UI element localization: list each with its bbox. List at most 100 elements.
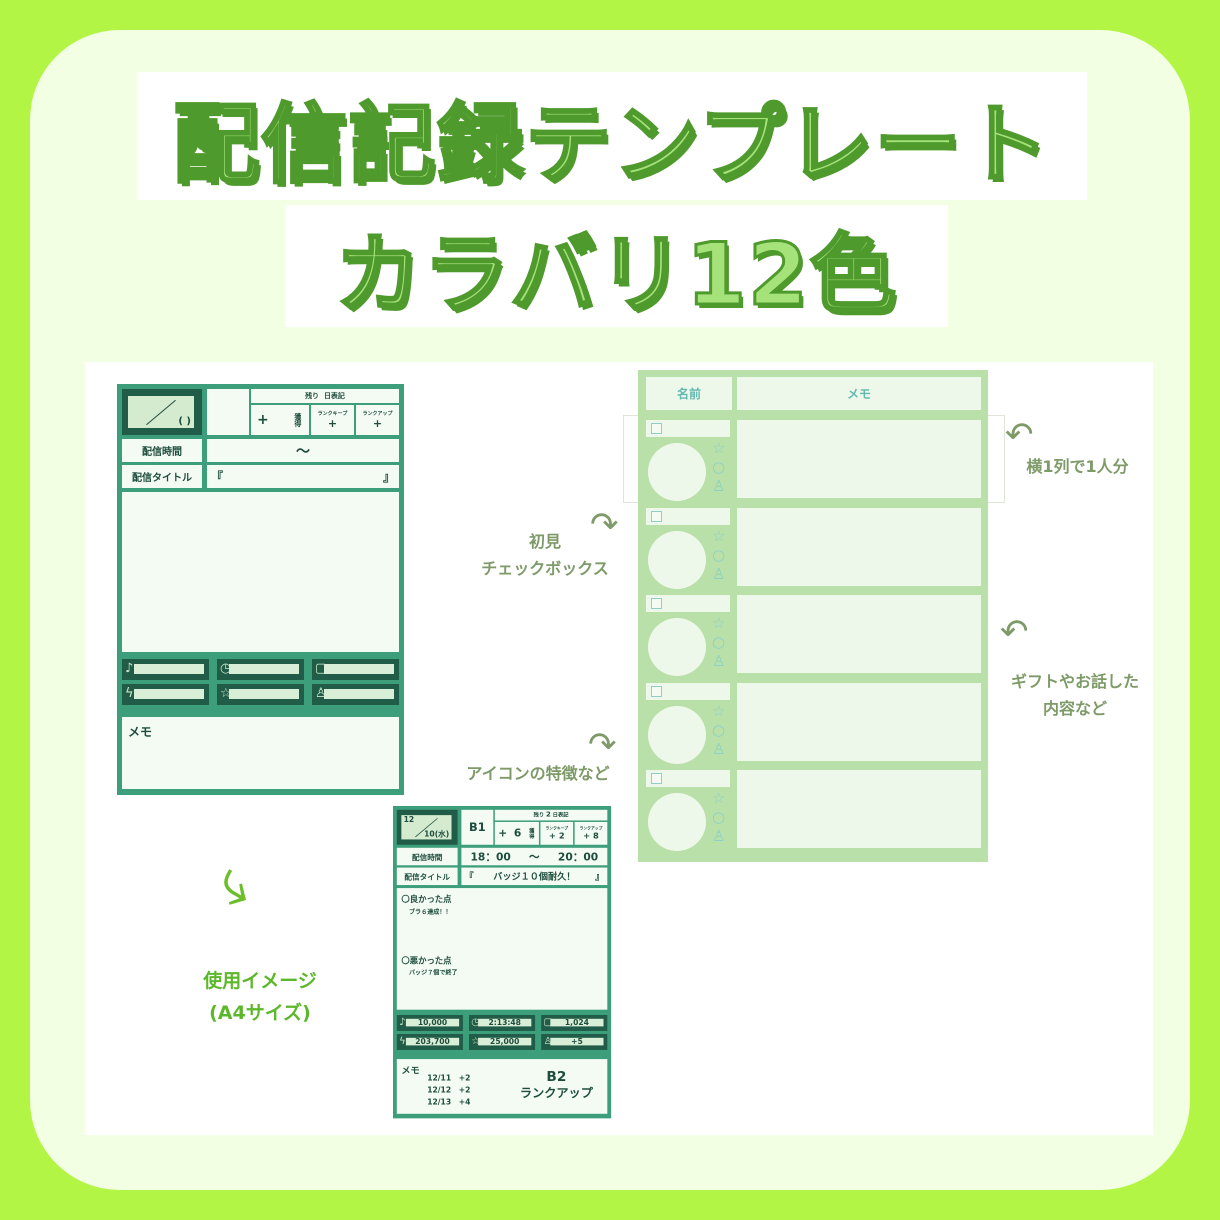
- star-icon: ☆: [712, 701, 726, 720]
- stat-cell: ▢ 1,024: [541, 1015, 608, 1031]
- rank-keep-label: ランクキープ: [317, 411, 348, 417]
- comment-icon: ○: [712, 633, 726, 651]
- stream-title-field[interactable]: 『』: [207, 465, 399, 488]
- good-text: [128, 498, 138, 560]
- avatar-circle: [648, 443, 706, 501]
- notes-area[interactable]: 〇良かった点 ブラ６達成！！ 〇悪かった点 バッジ７個で終了: [396, 888, 608, 1010]
- clock-icon: ◷: [220, 661, 232, 676]
- memo-field[interactable]: [737, 420, 981, 498]
- day-notation-label: 日表記: [323, 392, 345, 400]
- annotation-gifts: ギフトやお話した 内容など: [990, 668, 1160, 722]
- memo-box[interactable]: メモ 12/11 +2 12/12 +2 12/13 +4 B2 ランクアップ: [396, 1059, 608, 1114]
- comment-icon: ○: [712, 458, 726, 476]
- stream-title-field[interactable]: 『バッジ１０個耐久！』: [461, 867, 608, 886]
- rank-up-label: ランクアップ: [579, 826, 603, 832]
- stat-cell: ♙ +5: [541, 1034, 608, 1050]
- person-icon: ♙: [712, 564, 726, 583]
- avatar-circle: [648, 793, 706, 851]
- plus-sign: +: [372, 417, 383, 430]
- stat-cell: ☆ 25,000: [469, 1034, 536, 1050]
- memo-label: メモ: [401, 1065, 420, 1076]
- stream-time-field[interactable]: ～: [207, 439, 399, 462]
- stat-cell: ♪ 10,000: [396, 1015, 463, 1031]
- person-icon: ♙: [712, 477, 726, 495]
- stat-value[interactable]: [134, 689, 204, 699]
- rank-up-value: 8: [593, 831, 599, 841]
- stat-value[interactable]: [324, 664, 394, 674]
- plus-sign: +: [498, 827, 508, 840]
- usage-line-2: (A4サイズ): [209, 1002, 311, 1025]
- star-icon: ☆: [712, 526, 726, 545]
- arrow-icon: ↶: [1005, 415, 1034, 455]
- first-visit-checkbox[interactable]: [651, 598, 662, 609]
- first-visit-checkbox[interactable]: [651, 423, 662, 434]
- stat-value[interactable]: 2:13:48: [478, 1018, 532, 1027]
- quote-open: 『: [211, 470, 224, 484]
- remaining-value: 2: [546, 811, 551, 819]
- rank-up-label: ランクアップ: [362, 411, 393, 417]
- memo-field[interactable]: [737, 507, 981, 586]
- stat-value[interactable]: 25,000: [478, 1037, 532, 1046]
- memo-field[interactable]: [737, 770, 981, 848]
- stat-value[interactable]: 1,024: [550, 1018, 604, 1027]
- rank-keep-label: ランクキープ: [545, 826, 569, 832]
- name-field[interactable]: [646, 770, 730, 787]
- comment-icon: ○: [712, 808, 726, 826]
- memo-line: 12/13 +4: [427, 1098, 471, 1107]
- remaining-label: 残り: [533, 812, 545, 819]
- first-visit-checkbox[interactable]: [651, 510, 662, 522]
- rank-keep-cell: ランクキープ+: [311, 405, 354, 435]
- plus-sign: +: [257, 412, 269, 428]
- coin-icon: ♪: [125, 661, 134, 676]
- date-month: 12: [403, 815, 415, 825]
- comment-icon: ▢: [543, 1016, 553, 1028]
- stat-value[interactable]: 203,700: [405, 1037, 460, 1046]
- star-icon: ☆: [220, 686, 232, 701]
- person-icon: ♙: [543, 1035, 553, 1047]
- acquired-cell: +獲得: [251, 405, 309, 435]
- first-visit-checkbox[interactable]: [651, 773, 662, 784]
- avatar-circle: [648, 705, 706, 764]
- name-field[interactable]: [646, 595, 730, 612]
- stat-value[interactable]: +5: [550, 1037, 604, 1046]
- memo-field[interactable]: [737, 595, 981, 673]
- memo-field[interactable]: [737, 682, 981, 761]
- plus-sign: +: [583, 831, 591, 841]
- stream-time-field[interactable]: 18：00～20：00: [461, 847, 608, 866]
- plus-sign: +: [548, 831, 556, 841]
- memo-box[interactable]: メモ: [122, 717, 399, 789]
- stat-value[interactable]: [134, 664, 204, 674]
- end-time: 20：00: [557, 851, 599, 864]
- star-icon: ☆: [712, 439, 726, 457]
- rank-keep-value: 2: [558, 831, 565, 841]
- rank-box: [207, 389, 249, 435]
- stat-value[interactable]: [324, 689, 394, 699]
- arrow-icon: ↷: [590, 505, 619, 545]
- stat-cell: ◷ 2:13:48: [469, 1015, 536, 1031]
- arrow-icon: ↷: [588, 725, 617, 765]
- notes-area[interactable]: [122, 492, 399, 652]
- stat-value[interactable]: [229, 689, 299, 699]
- stat-cell: ◷: [217, 659, 304, 680]
- first-visit-checkbox[interactable]: [651, 685, 662, 697]
- date-day: 10(水): [424, 830, 450, 839]
- memo-big-2: ランクアップ: [519, 1085, 593, 1101]
- time-separator: ～: [529, 851, 540, 864]
- acquired-value: 6: [513, 827, 522, 840]
- stat-value[interactable]: [229, 664, 299, 674]
- annotation-content-line: 内容など: [1042, 699, 1107, 719]
- stat-cell: ▢: [312, 659, 399, 680]
- plus-sign: +: [327, 417, 338, 430]
- name-field[interactable]: [646, 682, 730, 700]
- gift-icon: ϟ: [125, 686, 134, 701]
- name-field[interactable]: [646, 420, 730, 437]
- name-field[interactable]: [646, 507, 730, 525]
- day-notation-label: 日表記: [552, 812, 569, 819]
- gift-icon: ϟ: [399, 1035, 406, 1047]
- quote-close: 』: [595, 871, 605, 882]
- stat-value[interactable]: 10,000: [405, 1018, 460, 1027]
- person-icon: ♙: [712, 652, 726, 670]
- clock-icon: ◷: [471, 1016, 480, 1028]
